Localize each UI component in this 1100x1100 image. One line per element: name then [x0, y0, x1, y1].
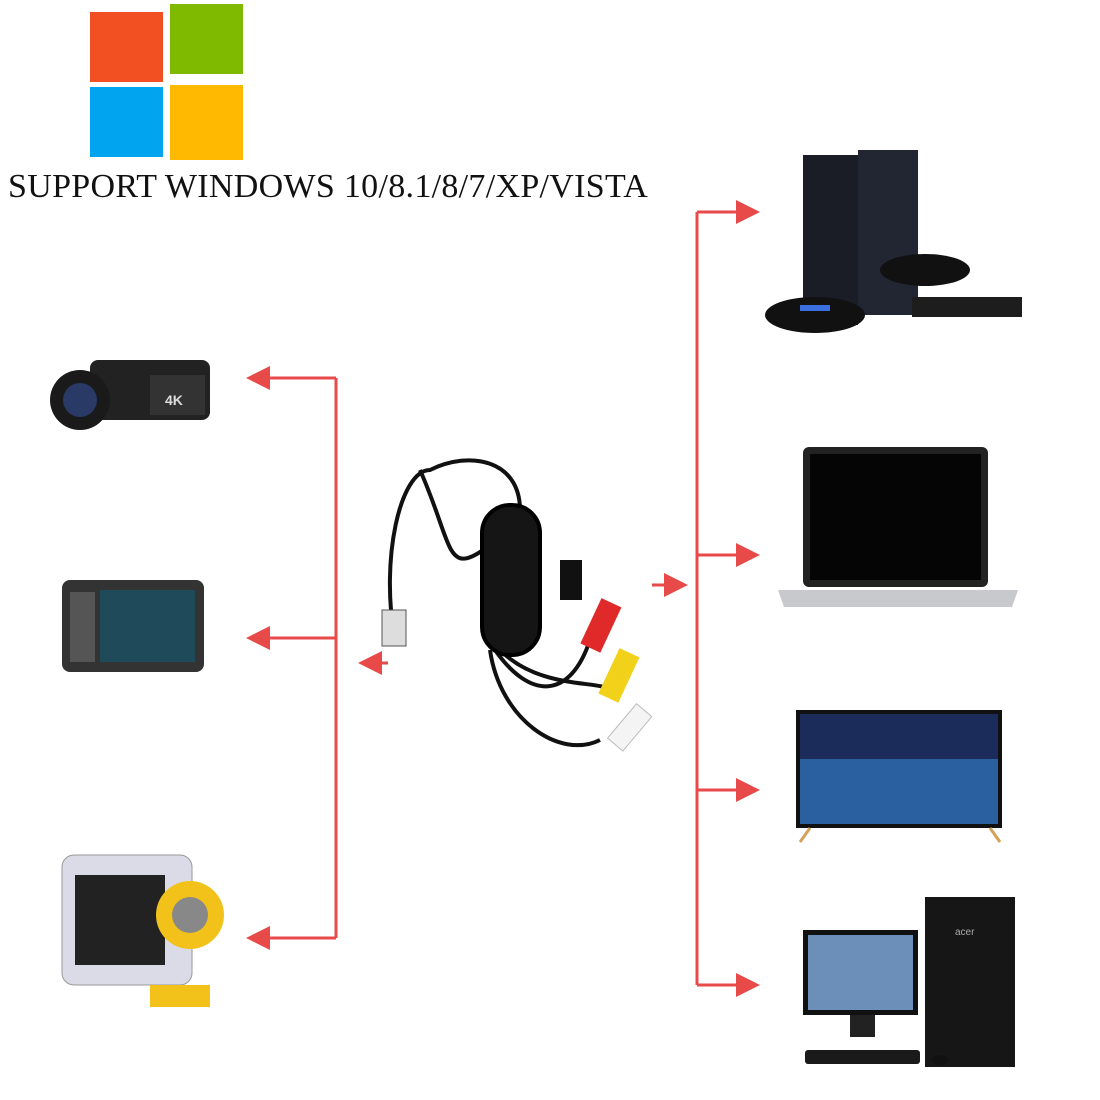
- camcorder-image: 4K: [50, 360, 210, 430]
- svg-text:acer: acer: [955, 927, 975, 938]
- game-console-image: [765, 150, 1022, 333]
- action-camera-image: [62, 580, 204, 672]
- laptop-image: [778, 447, 1018, 607]
- waterproof-camera-image: [61, 854, 224, 1007]
- svg-text:4K: 4K: [165, 392, 183, 408]
- logo-tile-yellow: [170, 85, 243, 160]
- desktop-computer-image: acer: [803, 897, 1015, 1067]
- logo-tile-orange: [90, 12, 163, 82]
- logo-tile-green: [170, 4, 243, 74]
- support-title: SUPPORT WINDOWS 10/8.1/8/7/XP/VISTA: [8, 168, 649, 205]
- capture-cable-image: [381, 458, 653, 752]
- television-image: [796, 710, 1002, 843]
- logo-tile-blue: [90, 87, 163, 157]
